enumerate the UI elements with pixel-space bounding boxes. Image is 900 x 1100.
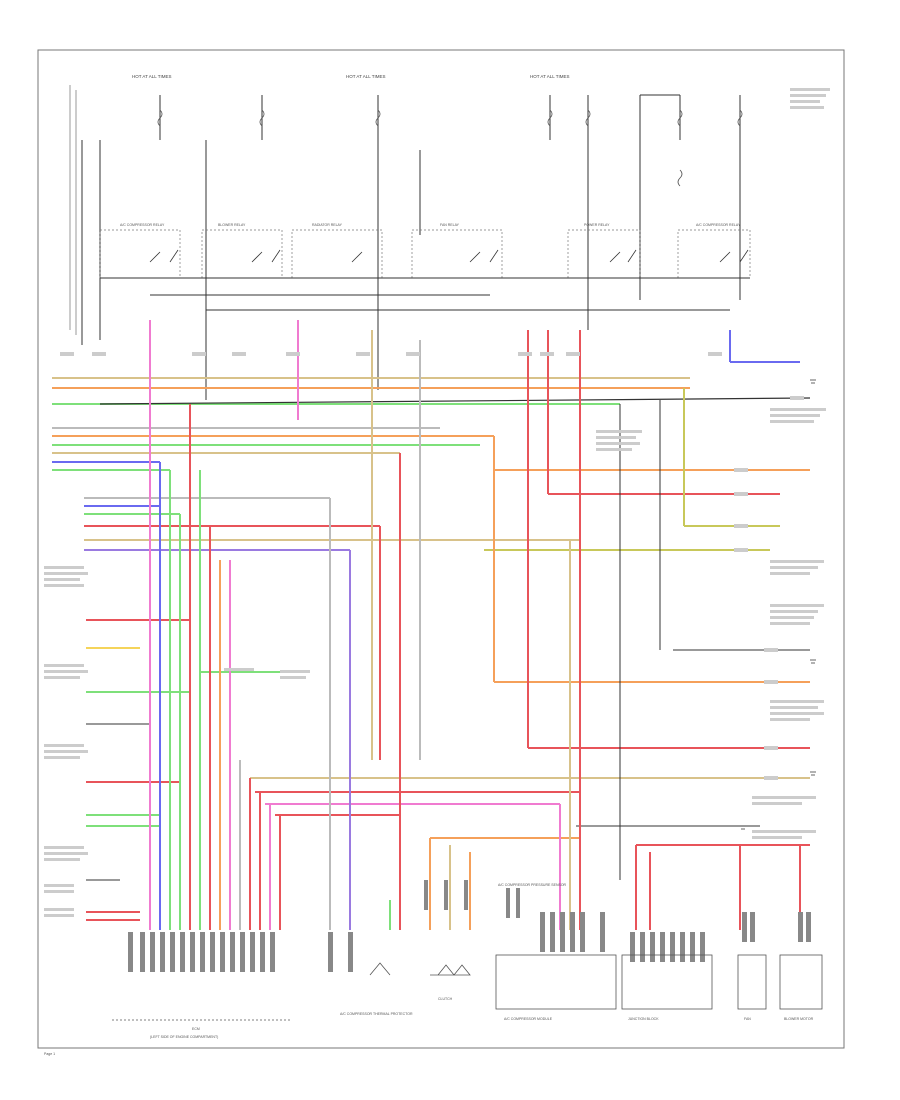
diagram-border: [37, 49, 845, 1049]
fuse-header-1: HOT AT ALL TIMES: [132, 74, 172, 79]
component-labels: A/C COMPRESSOR PRESSURE SENSOR ECM (LEFT…: [150, 883, 814, 1039]
thermal-protector-label: A/C COMPRESSOR THERMAL PROTECTOR: [340, 1012, 413, 1016]
page-ref: Page 1: [44, 1052, 55, 1056]
relay-boxes: [99, 229, 751, 279]
fuse-header-group: HOT AT ALL TIMES HOT AT ALL TIMES HOT AT…: [132, 74, 570, 79]
fuse-header-2: HOT AT ALL TIMES: [346, 74, 386, 79]
harness-wires: [52, 377, 811, 921]
relay-label-1: A/C COMPRESSOR RELAY: [120, 223, 165, 227]
compressor-module-label: A/C COMPRESSOR MODULE: [504, 1017, 553, 1021]
clutch-label: CLUTCH: [438, 997, 453, 1001]
ground-bus: [100, 277, 750, 311]
relay-label-2: BLOWER RELAY: [218, 223, 246, 227]
fuse-header-3: HOT AT ALL TIMES: [530, 74, 570, 79]
wire-code-markers: [60, 352, 804, 780]
relay-label-3: RADIATOR RELAY: [312, 223, 343, 227]
connector-pins: [128, 880, 811, 972]
supply-wires: [69, 85, 741, 400]
component-boxes: [112, 954, 823, 1021]
vertical-wires: [149, 320, 801, 930]
ground-symbols: [740, 379, 816, 830]
compressor-sensor-label: A/C COMPRESSOR PRESSURE SENSOR: [498, 883, 567, 887]
relay-switches: [149, 249, 749, 263]
relay-label-5: POWER RELAY: [584, 223, 610, 227]
blower-motor-label: BLOWER MOTOR: [784, 1017, 814, 1021]
right-side-label-blocks: [596, 88, 830, 839]
left-side-label-blocks: [44, 566, 310, 917]
relay-label-6: A/C COMPRESSOR RELAY: [696, 223, 741, 227]
relay-labels: A/C COMPRESSOR RELAY BLOWER RELAY RADIAT…: [120, 223, 741, 227]
relay-label-4: FAN RELAY: [440, 223, 460, 227]
fan-label: FAN: [744, 1017, 751, 1021]
fuse-symbols: [157, 109, 743, 187]
ecm-label: ECM: [192, 1027, 200, 1031]
ecm-sub-label: (LEFT SIDE OF ENGINE COMPARTMENT): [150, 1035, 218, 1039]
junction-block-label: JUNCTION BLOCK: [628, 1017, 659, 1021]
